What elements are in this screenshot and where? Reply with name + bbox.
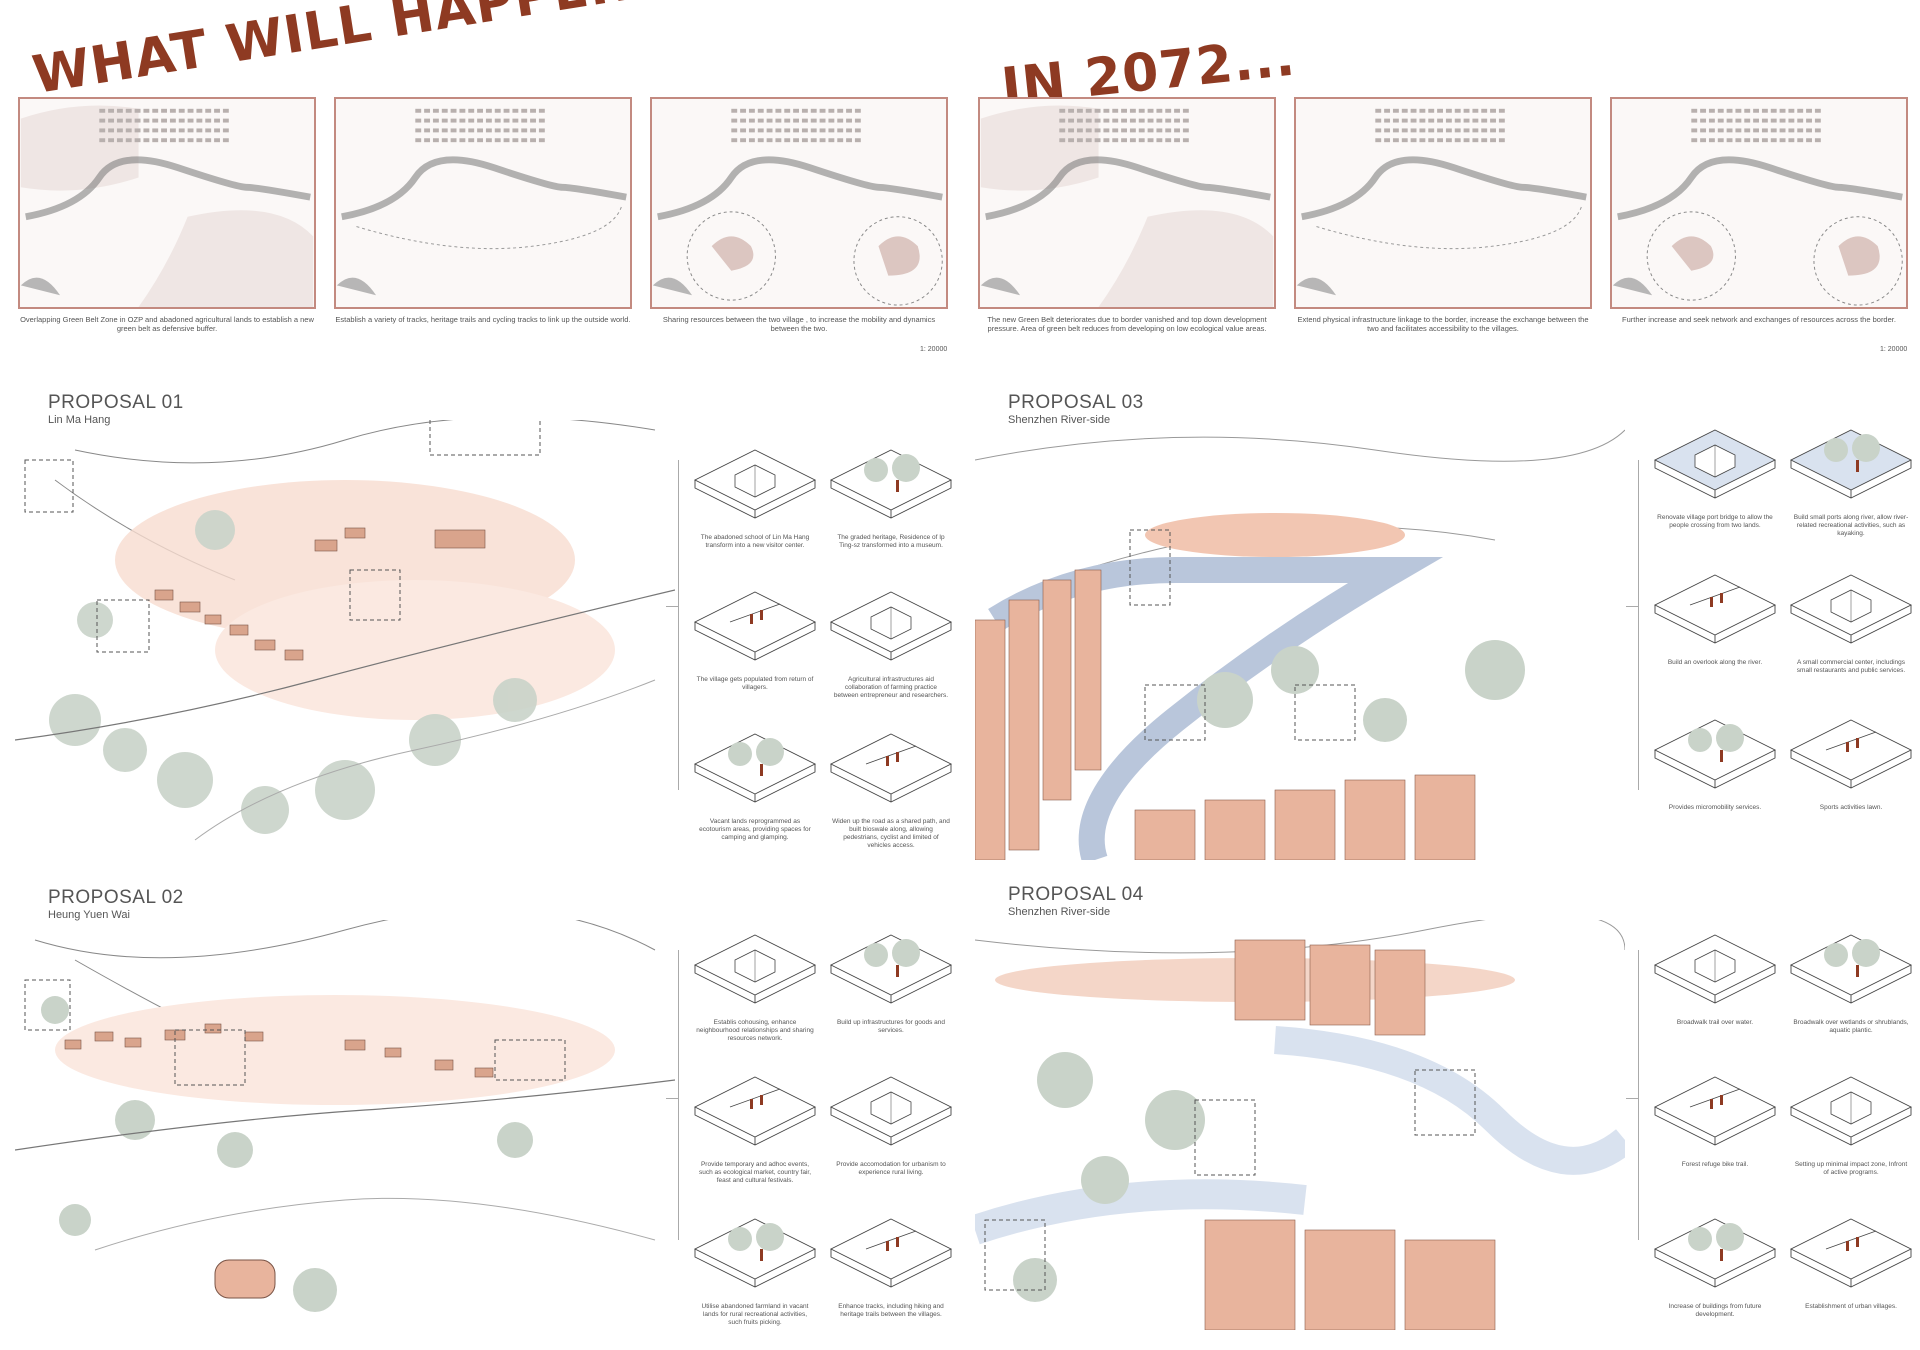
scale-left: 1: 20000 [920,346,948,353]
divider-p4 [1638,950,1639,1240]
card-caption: Broadwalk over wetlands or shrublands, a… [1793,1019,1909,1034]
divider-tick-p4 [1626,1098,1638,1099]
proposal-01-subtitle: Lin Ma Hang [48,414,111,426]
proposal-03-subtitle: Shenzhen River-side [1008,414,1111,426]
detail-card-p2-6: Enhance tracks, including hiking and her… [826,1209,956,1319]
proposal-02-aerial-illustration [15,920,675,1330]
card-caption: Build an overlook along the river. [1667,659,1763,666]
detail-card-p2-3: Provide temporary and adhoc events, such… [690,1067,820,1185]
card-caption: Forest refuge bike trail. [1681,1161,1749,1168]
detail-card-p4-6: Establishment of urban villages. [1786,1209,1916,1311]
timeline-map-1 [18,97,316,309]
card-caption: Establis cohousing, enhance neighbourhoo… [696,1019,814,1042]
divider-p1 [678,460,679,790]
card-caption: Setting up minimal impact zone, Infront … [1794,1161,1908,1176]
detail-card-p4-3: Forest refuge bike trail. [1650,1067,1780,1169]
card-caption: Build small ports along river, allow riv… [1793,514,1909,537]
detail-card-p1-2: The graded heritage, Residence of Ip Tin… [826,440,956,550]
detail-card-p4-5: Increase of buildings from future develo… [1650,1209,1780,1319]
card-caption: The abadoned school of Lin Ma Hang trans… [700,534,810,549]
headline-2047: WHAT WILL HAPPEN IN 2047... [28,0,948,106]
detail-card-p2-1: Establis cohousing, enhance neighbourhoo… [690,925,820,1043]
card-caption: Widen up the road as a shared path, and … [832,818,950,849]
detail-card-p1-1: The abadoned school of Lin Ma Hang trans… [690,440,820,550]
card-caption: Establishment of urban villages. [1805,1303,1897,1310]
card-caption: Provide temporary and adhoc events, such… [699,1161,811,1184]
card-caption: Utilise abandoned farmland in vacant lan… [701,1303,809,1326]
timeline-caption-4: The new Green Belt deteriorates due to b… [987,315,1267,333]
detail-card-p2-5: Utilise abandoned farmland in vacant lan… [690,1209,820,1327]
detail-card-p3-2: Build small ports along river, allow riv… [1786,420,1916,538]
timeline-caption-5: Extend physical infrastructure linkage t… [1297,315,1589,333]
proposal-04-subtitle: Shenzhen River-side [1008,906,1111,918]
detail-card-p1-6: Widen up the road as a shared path, and … [826,724,956,850]
divider-tick-p3 [1626,606,1638,607]
proposal-02-title: PROPOSAL 02 [48,887,184,908]
card-caption: Build up infrastructures for goods and s… [836,1019,946,1034]
proposal-02-subtitle: Heung Yuen Wai [48,909,130,921]
detail-card-p3-6: Sports activities lawn. [1786,710,1916,812]
proposal-03-aerial-illustration [975,420,1625,860]
timeline-map-3 [650,97,948,309]
timeline-caption-1: Overlapping Green Belt Zone in OZP and a… [20,315,314,333]
proposal-01-title: PROPOSAL 01 [48,392,184,413]
card-caption: Provides micromobility services. [1668,804,1762,811]
timeline-map-2 [334,97,632,309]
card-caption: Agricultural infrastructures aid collabo… [833,676,949,699]
card-caption: The graded heritage, Residence of Ip Tin… [837,534,945,549]
card-caption: The village gets populated from return o… [696,676,814,691]
divider-p2 [678,950,679,1240]
detail-card-p4-2: Broadwalk over wetlands or shrublands, a… [1786,925,1916,1035]
detail-card-p1-5: Vacant lands reprogrammed as ecotourism … [690,724,820,842]
proposal-04-title: PROPOSAL 04 [1008,884,1144,905]
timeline-map-5 [1294,97,1592,309]
card-caption: Broadwalk trail over water. [1676,1019,1754,1026]
proposal-01-aerial-illustration [15,420,675,860]
detail-card-p4-4: Setting up minimal impact zone, Infront … [1786,1067,1916,1177]
card-caption: Increase of buildings from future develo… [1668,1303,1762,1318]
detail-card-p3-5: Provides micromobility services. [1650,710,1780,812]
detail-card-p1-4: Agricultural infrastructures aid collabo… [826,582,956,700]
card-caption: Enhance tracks, including hiking and her… [838,1303,944,1318]
divider-p3 [1638,460,1639,790]
detail-card-p2-4: Provide accomodation for urbanism to exp… [826,1067,956,1177]
timeline-caption-3: Sharing resources between the two villag… [662,315,936,333]
timeline-map-4 [978,97,1276,309]
card-caption: Renovate village port bridge to allow th… [1657,514,1773,529]
detail-card-p1-3: The village gets populated from return o… [690,582,820,692]
detail-card-p4-1: Broadwalk trail over water. [1650,925,1780,1027]
detail-card-p2-2: Build up infrastructures for goods and s… [826,925,956,1035]
proposal-03-title: PROPOSAL 03 [1008,392,1144,413]
card-caption: A small commercial center, includings sm… [1796,659,1906,674]
detail-card-p3-1: Renovate village port bridge to allow th… [1650,420,1780,530]
divider-tick-p1 [666,606,678,607]
proposal-04-aerial-illustration [975,920,1625,1330]
card-caption: Vacant lands reprogrammed as ecotourism … [699,818,811,841]
timeline-map-6 [1610,97,1908,309]
card-caption: Provide accomodation for urbanism to exp… [836,1161,946,1176]
divider-tick-p2 [666,1098,678,1099]
scale-right: 1: 20000 [1880,346,1908,353]
timeline-caption-6: Further increase and seek network and ex… [1622,315,1896,324]
detail-card-p3-4: A small commercial center, includings sm… [1786,565,1916,675]
card-caption: Sports activities lawn. [1819,804,1883,811]
detail-card-p3-3: Build an overlook along the river. [1650,565,1780,667]
timeline-caption-2: Establish a variety of tracks, heritage … [335,315,631,324]
